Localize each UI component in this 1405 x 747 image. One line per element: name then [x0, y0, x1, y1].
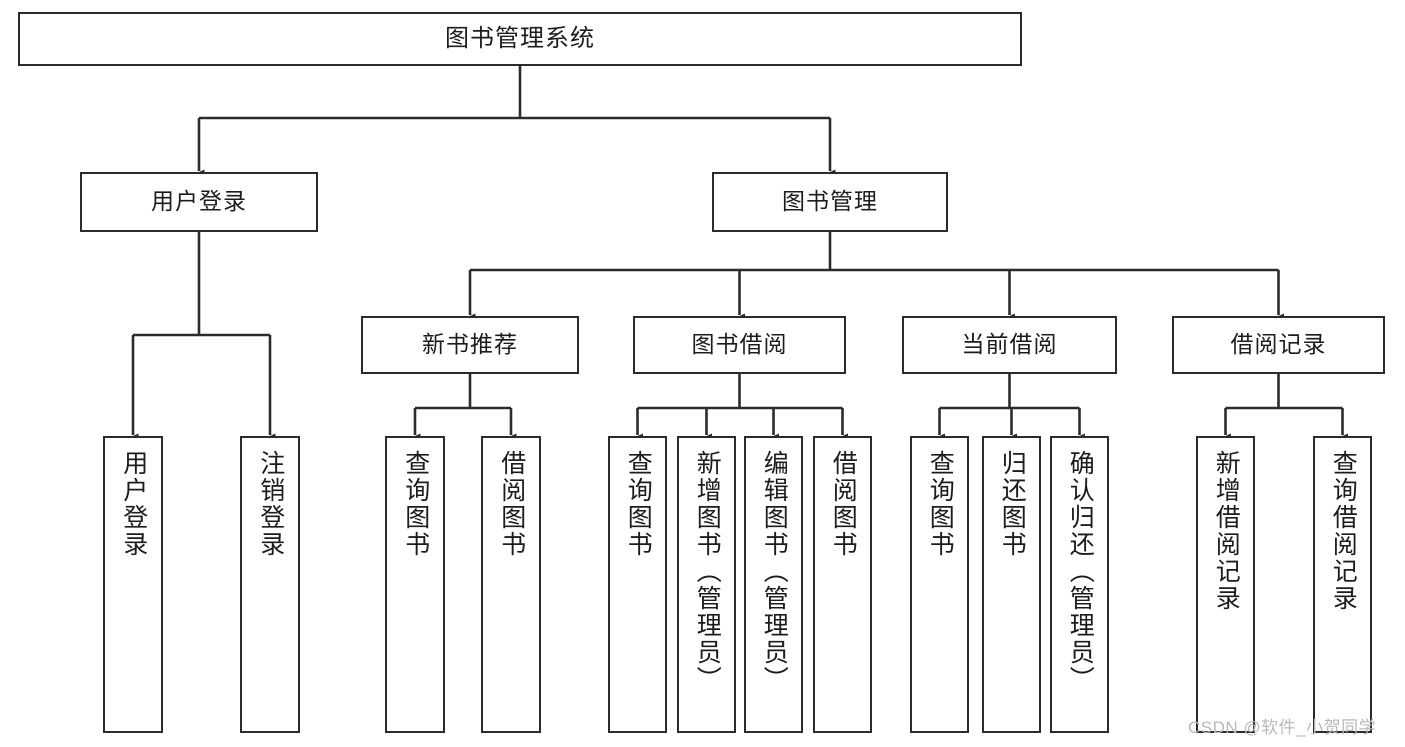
node-l2[interactable]: 注销登录 — [240, 436, 300, 733]
node-label: 用户登录 — [119, 450, 148, 558]
node-label: 图书管理 — [782, 188, 878, 215]
node-label: 借阅图书 — [497, 450, 526, 558]
node-label: 查询图书 — [926, 450, 955, 558]
node-borrow[interactable]: 图书借阅 — [633, 316, 846, 374]
csdn-watermark: CSDN @软件_小贺同学 — [1188, 718, 1377, 737]
node-label: 图书借阅 — [691, 331, 788, 358]
node-label: 归还图书 — [998, 450, 1027, 558]
node-l13[interactable]: 查询借阅记录 — [1313, 436, 1372, 733]
node-l1[interactable]: 用户登录 — [103, 436, 163, 733]
node-login[interactable]: 用户登录 — [80, 172, 318, 232]
node-l7[interactable]: 编辑图书（管理员） — [744, 436, 803, 733]
node-root[interactable]: 图书管理系统 — [18, 12, 1022, 66]
node-label: 图书管理系统 — [445, 24, 595, 52]
node-label: 编辑图书（管理员） — [760, 450, 789, 693]
node-label: 新增借阅记录 — [1212, 450, 1241, 612]
node-l5[interactable]: 查询图书 — [608, 436, 667, 733]
node-label: 借阅记录 — [1230, 331, 1327, 358]
node-label: 新增图书（管理员） — [693, 450, 722, 693]
node-newbook[interactable]: 新书推荐 — [361, 316, 579, 374]
node-label: 新书推荐 — [422, 331, 518, 358]
node-label: 用户登录 — [151, 188, 247, 215]
node-l3[interactable]: 查询图书 — [385, 436, 445, 733]
node-label: 注销登录 — [256, 450, 285, 558]
node-l8[interactable]: 借阅图书 — [813, 436, 872, 733]
node-label: 查询借阅记录 — [1329, 450, 1358, 612]
node-l10[interactable]: 归还图书 — [982, 436, 1041, 733]
node-records[interactable]: 借阅记录 — [1172, 316, 1385, 374]
node-label: 当前借阅 — [961, 331, 1058, 358]
node-current[interactable]: 当前借阅 — [902, 316, 1117, 374]
node-label: 查询图书 — [624, 450, 653, 558]
node-label: 确认归还（管理员） — [1066, 450, 1095, 693]
node-l9[interactable]: 查询图书 — [910, 436, 969, 733]
node-l6[interactable]: 新增图书（管理员） — [677, 436, 736, 733]
node-l12[interactable]: 新增借阅记录 — [1196, 436, 1255, 733]
node-label: 查询图书 — [401, 450, 430, 558]
node-bookmgmt[interactable]: 图书管理 — [712, 172, 948, 232]
node-label: 借阅图书 — [829, 450, 858, 558]
node-l11[interactable]: 确认归还（管理员） — [1050, 436, 1109, 733]
node-l4[interactable]: 借阅图书 — [481, 436, 541, 733]
